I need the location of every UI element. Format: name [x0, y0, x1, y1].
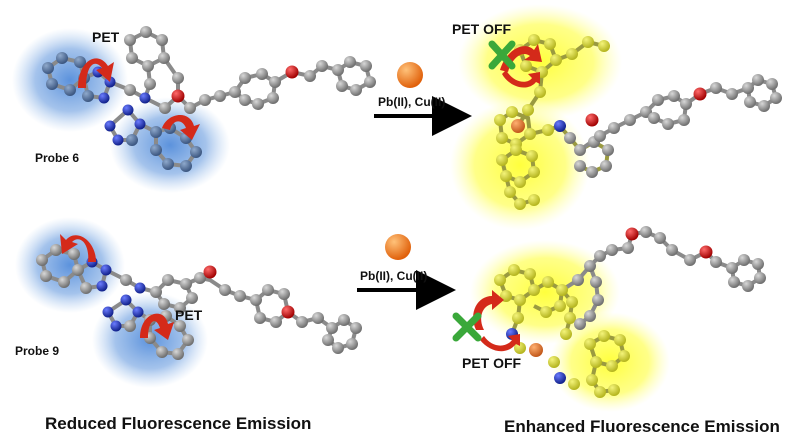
pet-arrows — [60, 44, 542, 352]
yellow-glow-top-lower — [450, 100, 590, 230]
probe-label-bottom: Probe 9 — [15, 344, 59, 358]
pet-off-arrow-bottom — [473, 290, 504, 330]
green-crosses — [452, 40, 516, 342]
pet-arrow-top-right — [162, 114, 200, 140]
caption-right: Enhanced Fluorescence Emission — [504, 417, 780, 436]
atoms-probe-9 — [36, 244, 362, 360]
cross-icon-top — [488, 40, 516, 70]
metal-ion-ball-top — [397, 62, 423, 88]
pet-off-label-bottom: PET OFF — [462, 355, 522, 371]
pet-off-arrow-top-lower — [502, 70, 540, 88]
atoms-complex-bottom — [494, 226, 766, 398]
blue-glow-top-left — [12, 28, 128, 132]
metals-label-bottom: Pb(II), Cu(II) — [360, 269, 427, 283]
pet-label-top: PET — [92, 29, 120, 45]
reaction-bottom — [357, 234, 456, 310]
yellow-glow-top-upper — [458, 4, 622, 120]
pet-arrow-top-left — [78, 58, 114, 88]
blue-glow-bottom-left — [15, 217, 125, 313]
metal-ion-ball-bottom — [385, 234, 411, 260]
probe-label-top: Probe 6 — [35, 151, 79, 165]
cross-icon-bottom — [452, 312, 482, 342]
metals-label-top: Pb(II), Cu(II) — [378, 95, 445, 109]
pet-label-bottom: PET — [175, 307, 203, 323]
reaction-top — [374, 62, 472, 136]
pet-off-label-top: PET OFF — [452, 21, 512, 37]
caption-left: Reduced Fluorescence Emission — [45, 414, 311, 433]
pet-arrow-bottom-right — [140, 313, 174, 340]
pet-off-arrow-bottom-lower — [480, 334, 520, 352]
pet-arrow-bottom-left — [60, 234, 96, 262]
